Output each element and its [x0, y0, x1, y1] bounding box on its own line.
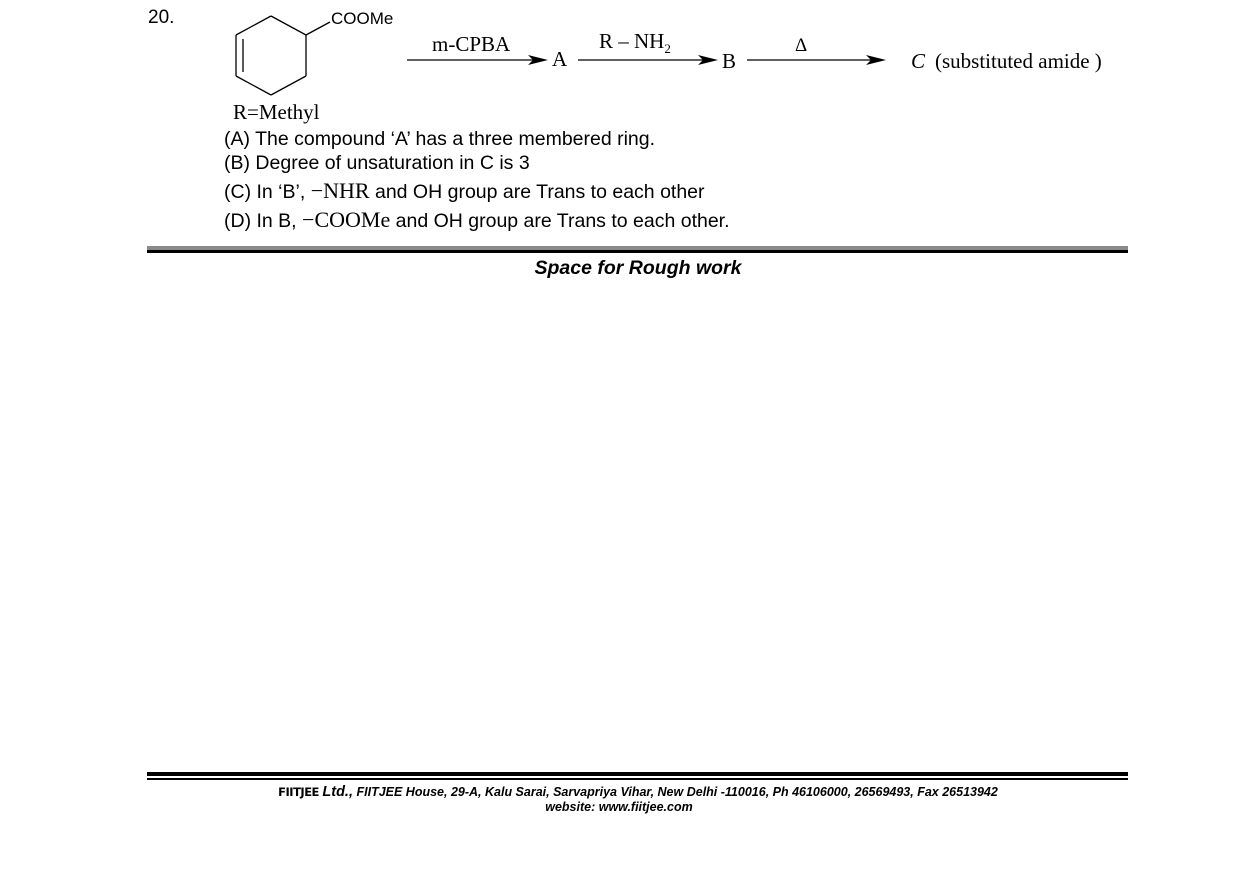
cyclohexene-ring: [235, 15, 331, 96]
product-note: (substituted amide ): [935, 49, 1102, 73]
r-definition: R=Methyl: [233, 100, 320, 124]
arrow-1-head: [528, 55, 548, 65]
step3-reagent: Δ: [795, 35, 807, 56]
intermediate-a: A: [552, 47, 568, 71]
footer-ltd: Ltd.,: [322, 784, 353, 800]
substituent-bond: [305, 21, 331, 36]
step2-reagent-main: R – NH: [599, 29, 664, 53]
option-c-pre: In ‘B’,: [256, 181, 306, 203]
step2-reagent-subscript: 2: [664, 41, 671, 56]
option-c-math: −NHR: [310, 178, 370, 203]
option-d-label: (D): [224, 210, 252, 232]
option-b[interactable]: (B) Degree of unsaturation in C is 3: [224, 152, 530, 174]
footer-website[interactable]: website: www.fiitjee.com: [545, 800, 693, 814]
option-d-math: −COOMe: [302, 207, 391, 232]
footer-address-line: FIITJEE Ltd., FIITJEE House, 29-A, Kalu …: [0, 784, 1238, 800]
step2-reagent: R – NH2: [599, 29, 671, 56]
ring-bond-3: [270, 75, 307, 96]
footer-divider-thin: [147, 778, 1128, 780]
step1-reagent: m-CPBA: [432, 32, 511, 56]
option-c-label: (C): [224, 181, 252, 203]
substituent-label: COOMe: [331, 9, 393, 28]
option-d-pre: In B,: [256, 210, 297, 232]
option-b-text: Degree of unsaturation in C is 3: [255, 152, 530, 174]
product-letter: C: [911, 49, 926, 73]
footer-divider-thick: [147, 772, 1128, 776]
option-a-text: The compound ‘A’ has a three membered ri…: [255, 128, 656, 150]
section-divider-grey: [147, 246, 1128, 250]
option-d[interactable]: (D) In B, −COOMe and OH group are Trans …: [224, 209, 730, 232]
option-a[interactable]: (A) The compound ‘A’ has a three membere…: [224, 128, 656, 150]
ring-bond-6: [235, 15, 272, 36]
arrow-3-head: [866, 55, 886, 65]
option-d-post: and OH group are Trans to each other.: [395, 210, 730, 232]
footer-brand: FIITJEE: [278, 785, 319, 799]
question-number: 20.: [148, 7, 175, 28]
option-b-label: (B): [224, 152, 250, 174]
option-a-label: (A): [224, 128, 250, 150]
arrow-2-head: [698, 55, 718, 65]
rough-work-heading: Space for Rough work: [534, 257, 742, 279]
ring-bond-1: [270, 15, 307, 36]
option-c-post: and OH group are Trans to each other: [374, 181, 705, 203]
footer-address: FIITJEE House, 29-A, Kalu Sarai, Sarvapr…: [356, 785, 998, 799]
option-c[interactable]: (C) In ‘B’, −NHR and OH group are Trans …: [224, 180, 705, 203]
section-divider-black: [147, 250, 1128, 253]
ring-bond-4: [235, 75, 272, 96]
reaction-scheme: COOMe R=Methyl m-CPBA A R – NH2 B Δ C (s…: [233, 9, 1102, 124]
intermediate-b: B: [722, 49, 736, 73]
